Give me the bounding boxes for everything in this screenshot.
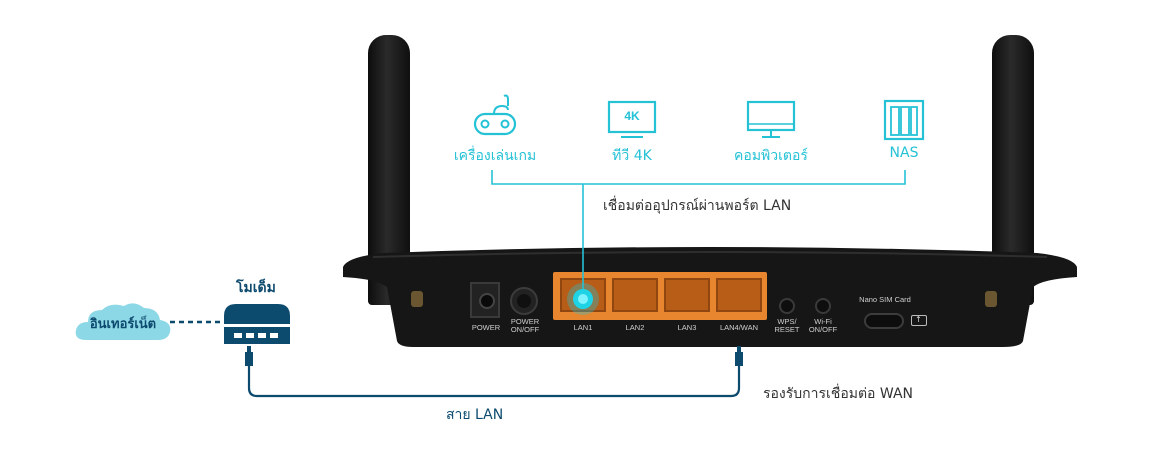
modem-label: โมเด็ม: [236, 277, 276, 299]
nas-icon: [883, 99, 925, 141]
computer-monitor-icon: [746, 100, 796, 140]
modem-icon: [220, 302, 294, 346]
tv-4k-icon: 4K: [607, 100, 657, 140]
tv-4k-text: 4K: [607, 109, 657, 123]
cloud-icon: อินเทอร์เน็ต: [72, 300, 174, 346]
device-label-gamepad: เครื่องเล่นเกม: [415, 145, 575, 167]
internet-label: อินเทอร์เน็ต: [72, 313, 174, 334]
device-label-nas: NAS: [824, 145, 984, 161]
lan-caption: เชื่อมต่ออุปกรณ์ผ่านพอร์ต LAN: [603, 195, 791, 217]
gamepad-icon: [470, 92, 520, 140]
cable-label: สาย LAN: [446, 404, 503, 426]
wan-caption: รองรับการเชื่อมต่อ WAN: [763, 383, 913, 405]
device-label-tv: ทีวี 4K: [552, 145, 712, 167]
